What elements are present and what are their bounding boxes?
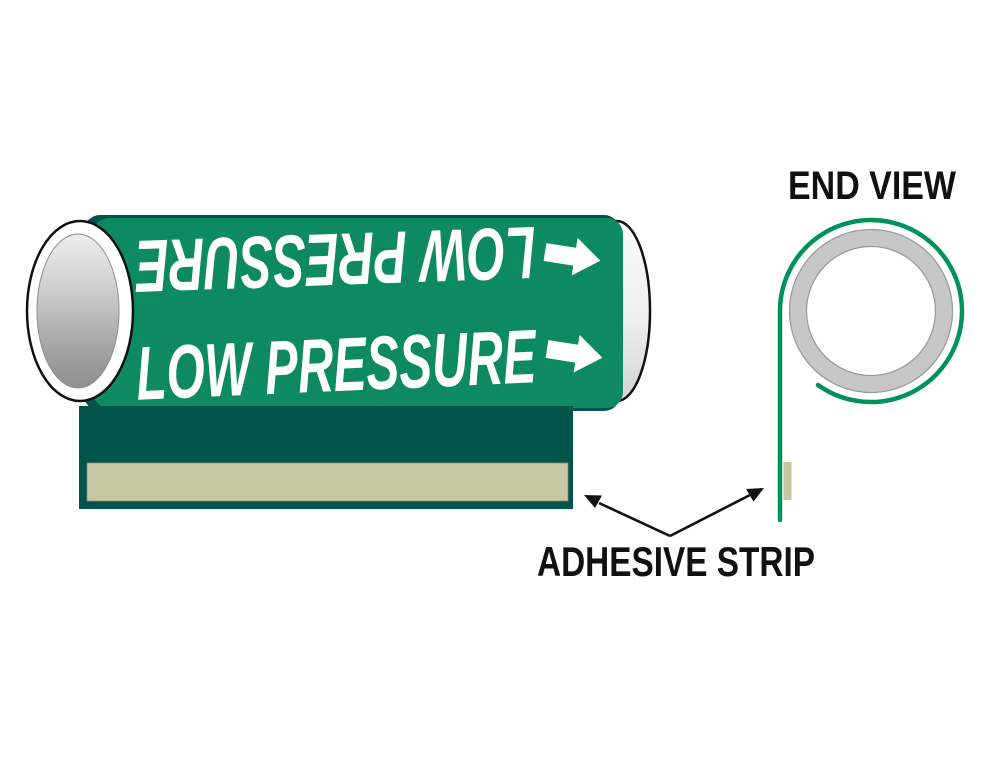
annotation-arrow-right-line (669, 493, 752, 538)
pipe-left-end-bore (36, 233, 120, 389)
marker-coil (777, 217, 965, 523)
flow-arrow-bottom-icon (545, 334, 603, 373)
marker-label-bottom: LOW PRESSURE (134, 314, 539, 416)
marker-label-top: LOW PRESSURE (133, 211, 537, 308)
annotation-arrowhead-right-icon (746, 488, 764, 502)
adhesive-strip-flat (86, 462, 569, 502)
pipe-cross-section-outer-outline (788, 228, 954, 394)
end-view-title: END VIEW (788, 164, 956, 208)
annotation-arrow-left-line (598, 501, 671, 538)
pipe-cross-section-inner-outline (805, 245, 937, 377)
adhesive-strip-end-view (783, 462, 792, 500)
pipe-marker-wrap (93, 218, 623, 408)
annotation-arrowhead-left-icon (584, 495, 602, 508)
annotation-arrows (584, 488, 764, 538)
adhesive-strip-label: ADHESIVE STRIP (537, 538, 815, 585)
pipe-cross-section-ring (790, 230, 952, 392)
flow-arrow-top-icon (543, 237, 601, 276)
